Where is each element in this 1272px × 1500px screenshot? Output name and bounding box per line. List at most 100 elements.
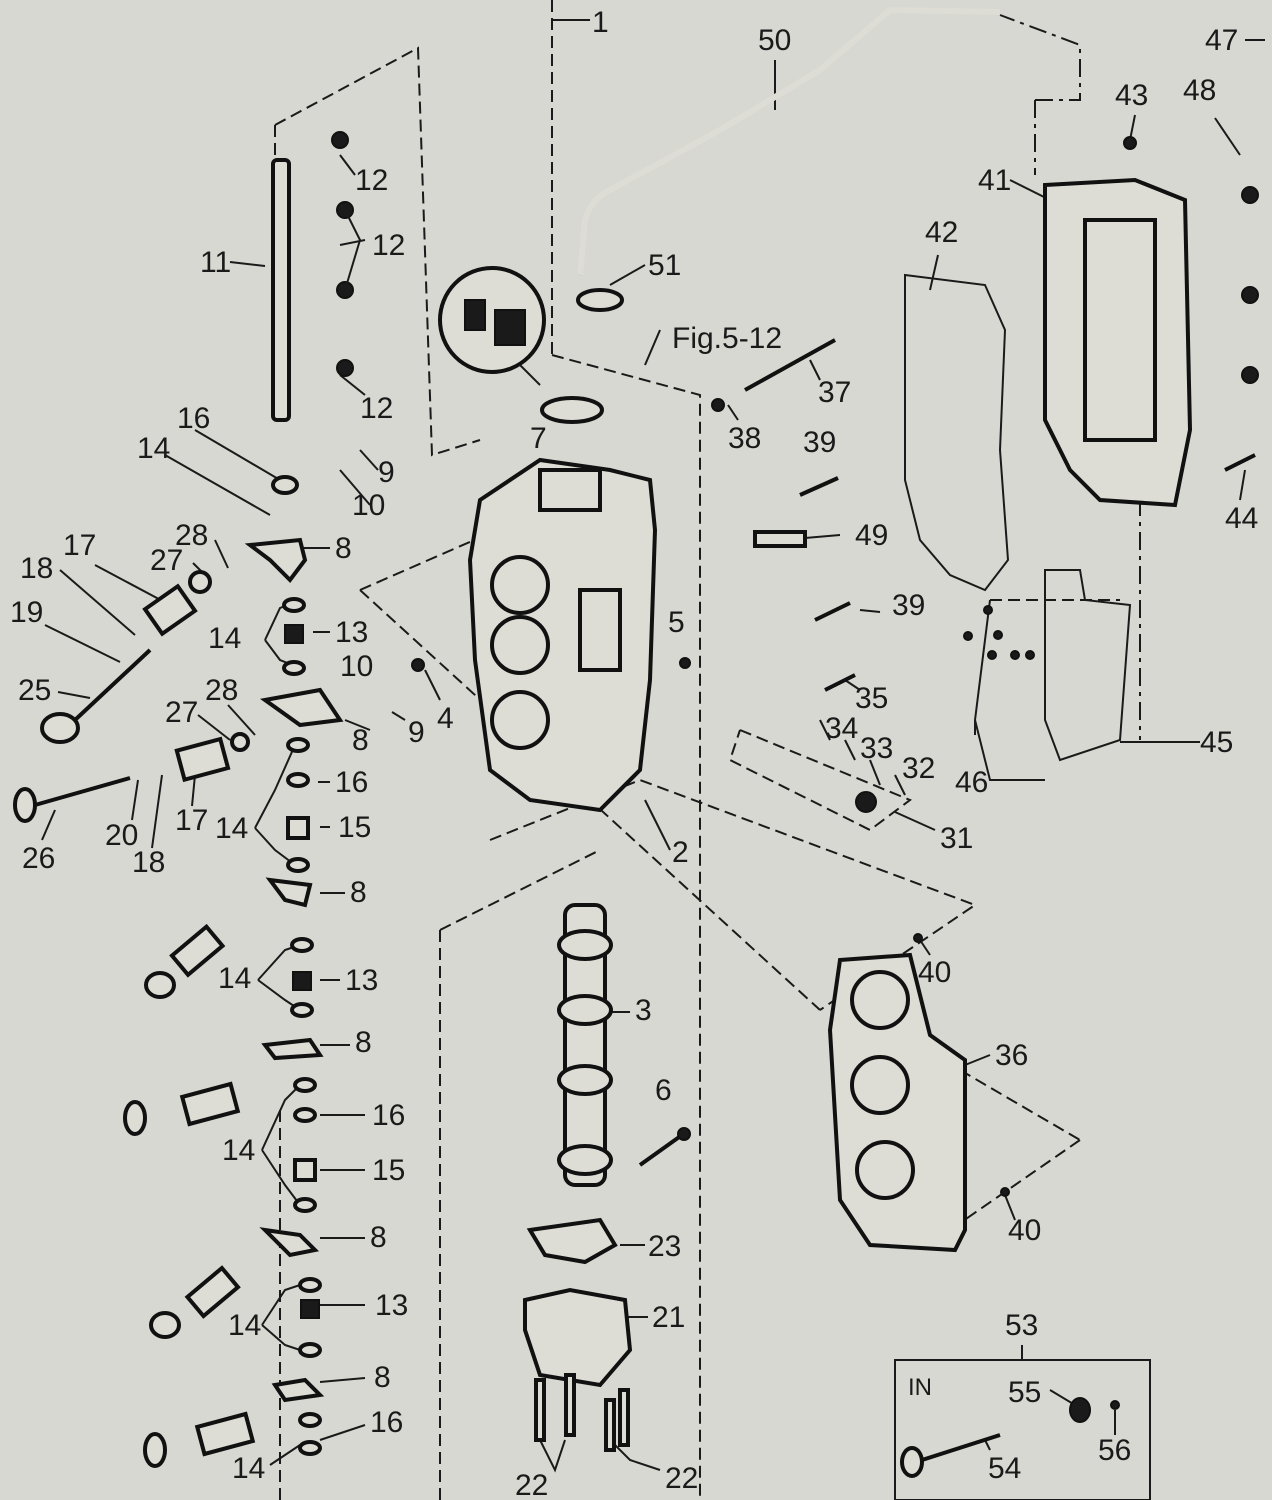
oil-control-valve-bracket-detail <box>438 266 546 386</box>
rocker-shaft-11 <box>271 158 299 495</box>
callout-4: 4 <box>437 702 454 735</box>
callout-31: 31 <box>940 822 973 855</box>
callout-14: 14 <box>222 1134 255 1167</box>
head-cover-41 <box>1043 177 1193 508</box>
callout-10: 10 <box>340 650 373 683</box>
callout-50: 50 <box>758 24 791 57</box>
callout-20: 20 <box>105 819 138 852</box>
callout-14: 14 <box>228 1309 261 1342</box>
cylinder-head <box>467 396 658 813</box>
callout-14: 14 <box>137 432 170 465</box>
inset-53 <box>894 1359 1151 1500</box>
rocker-bolts-12 <box>331 131 362 377</box>
callout-19: 19 <box>10 596 43 629</box>
callout-9: 9 <box>378 456 395 489</box>
callout-18: 18 <box>20 552 53 585</box>
callout-39: 39 <box>803 426 836 459</box>
misc-bolts <box>411 136 1259 1197</box>
callout-23: 23 <box>648 1230 681 1263</box>
callout-47: 47 <box>1205 24 1238 57</box>
callout-36: 36 <box>995 1039 1028 1072</box>
callout-12: 12 <box>360 392 393 425</box>
callout-11: 11 <box>200 246 231 279</box>
callout-18: 18 <box>132 846 165 879</box>
callout-51: 51 <box>648 249 681 282</box>
callout-6: 6 <box>655 1074 672 1107</box>
callout-8: 8 <box>352 724 369 757</box>
callout-14: 14 <box>208 622 241 655</box>
callout-38: 38 <box>728 422 761 455</box>
callout-22: 22 <box>665 1462 698 1495</box>
callout-1: 1 <box>592 6 609 39</box>
callout-labels: Fig.5-12 IN 1 2 3 4 5 6 7 8 8 8 8 8 8 9 … <box>10 6 1258 1500</box>
callout-37: 37 <box>818 376 851 409</box>
callout-3: 3 <box>635 994 652 1027</box>
callout-55: 55 <box>1008 1376 1041 1409</box>
head-gasket <box>827 952 967 1253</box>
callout-22: 22 <box>515 1469 548 1500</box>
rocker-spacers <box>282 597 322 1456</box>
callout-42: 42 <box>925 216 958 249</box>
callout-8: 8 <box>374 1361 391 1394</box>
callout-28: 28 <box>175 519 208 552</box>
callout-8: 8 <box>355 1026 372 1059</box>
bolt-6 <box>638 1127 691 1167</box>
callout-13: 13 <box>345 964 378 997</box>
callout-26: 26 <box>22 842 55 875</box>
callout-34: 34 <box>825 712 858 745</box>
callout-12: 12 <box>372 229 405 262</box>
callout-5: 5 <box>668 606 685 639</box>
callout-8: 8 <box>370 1221 387 1254</box>
callout-12: 12 <box>355 164 388 197</box>
callout-17: 17 <box>175 804 208 837</box>
callout-45: 45 <box>1200 726 1233 759</box>
callout-40: 40 <box>918 956 951 989</box>
callout-53: 53 <box>1005 1309 1038 1342</box>
callout-16: 16 <box>335 766 368 799</box>
oil-pump-assembly <box>523 1217 633 1452</box>
callout-14: 14 <box>218 962 251 995</box>
callout-15: 15 <box>338 811 371 844</box>
valves-and-springs <box>13 570 256 1468</box>
callout-41: 41 <box>978 164 1011 197</box>
callout-39: 39 <box>892 589 925 622</box>
callout-13: 13 <box>335 616 368 649</box>
callout-27: 27 <box>150 544 183 577</box>
callout-49: 49 <box>855 519 888 552</box>
callout-54: 54 <box>988 1452 1021 1485</box>
callout-14: 14 <box>232 1452 265 1485</box>
callout-35: 35 <box>855 682 888 715</box>
callout-40: 40 <box>1008 1214 1041 1247</box>
camshaft <box>557 903 613 1187</box>
callout-46: 46 <box>955 766 988 799</box>
callout-56: 56 <box>1098 1434 1131 1467</box>
callout-10: 10 <box>352 489 385 522</box>
figure-reference: Fig.5-12 <box>672 322 782 355</box>
oil-pipe <box>576 6 1001 312</box>
cover-plate-45 <box>1044 569 1132 762</box>
callout-43: 43 <box>1115 79 1148 112</box>
callout-28: 28 <box>205 674 238 707</box>
callout-33: 33 <box>860 732 893 765</box>
inset-label: IN <box>908 1374 932 1401</box>
callout-25: 25 <box>18 674 51 707</box>
callout-15: 15 <box>372 1154 405 1187</box>
callout-2: 2 <box>672 836 689 869</box>
callout-16: 16 <box>177 402 210 435</box>
callout-13: 13 <box>375 1289 408 1322</box>
callout-44: 44 <box>1225 502 1258 535</box>
cover-gasket-42 <box>904 273 1010 592</box>
callout-8: 8 <box>335 532 352 565</box>
callout-21: 21 <box>652 1301 685 1334</box>
callout-16: 16 <box>372 1099 405 1132</box>
callout-8: 8 <box>350 876 367 909</box>
callout-9: 9 <box>408 716 425 749</box>
rocker-arms <box>244 537 344 1403</box>
callout-27: 27 <box>165 696 198 729</box>
callout-14: 14 <box>215 812 248 845</box>
callout-16: 16 <box>370 1406 403 1439</box>
callout-48: 48 <box>1183 74 1216 107</box>
callout-7: 7 <box>530 422 547 455</box>
callout-32: 32 <box>902 752 935 785</box>
callout-17: 17 <box>63 529 96 562</box>
